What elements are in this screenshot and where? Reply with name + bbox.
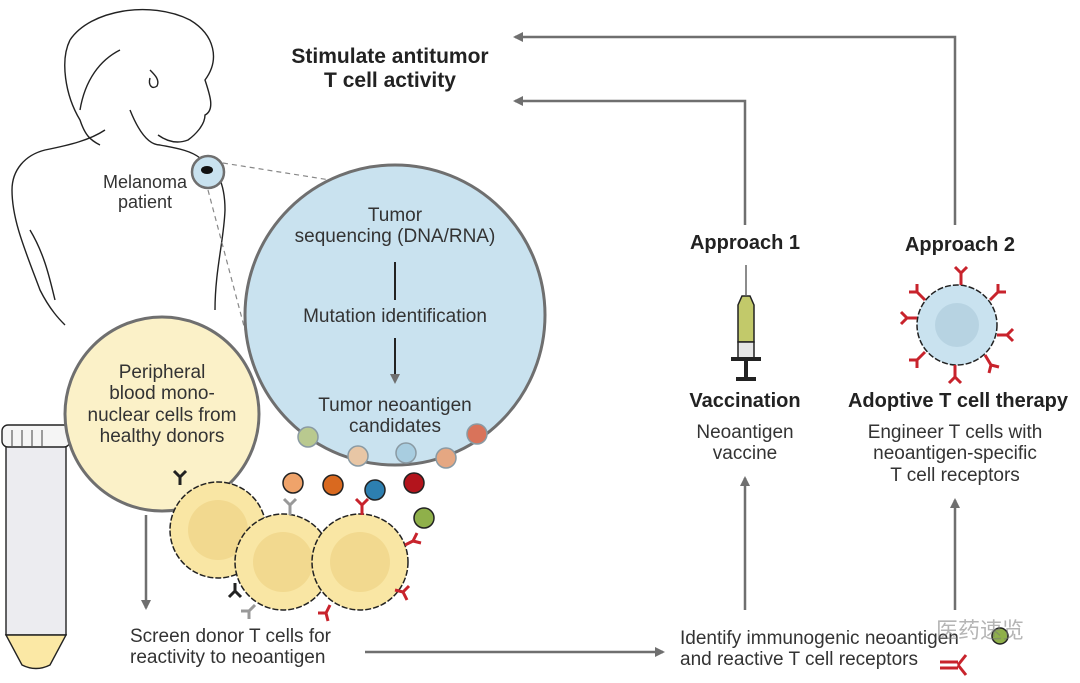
tumor-analysis-circle [243, 163, 547, 467]
identify-label: Identify immunogenic neoantigen and reac… [680, 628, 959, 671]
neoantigen-bead [322, 474, 344, 496]
approach2-heading: Approach 2 [904, 234, 1016, 256]
neoantigen-bead [413, 507, 435, 529]
syringe-icon [731, 265, 761, 381]
neoantigen-bead [466, 423, 488, 445]
flow-arrows [141, 32, 960, 657]
mutation-identification-label: Mutation identification [303, 306, 487, 327]
approach2-description: Engineer T cells with neoantigen-specifi… [867, 422, 1043, 486]
neoantigen-bead [991, 627, 1009, 645]
neoantigen-bead [347, 445, 369, 467]
test-tube-icon [1, 424, 71, 670]
donor-t-cells [169, 469, 422, 622]
melanoma-lesion-inset [190, 154, 226, 190]
t-cell [234, 513, 332, 611]
watermark: 医药速览 [935, 619, 1024, 644]
neoantigen-bead [297, 426, 319, 448]
neoantigen-bead [435, 447, 457, 469]
neoantigen-candidates-label: Tumor neoantigen candidates [318, 395, 472, 438]
neoantigen-bead [395, 442, 417, 464]
engineered-t-cell-icon [899, 265, 1015, 385]
neoantigen-bead [282, 472, 304, 494]
neoantigen-bead [364, 479, 386, 501]
zoom-lines [207, 162, 331, 331]
neoantigen-beads [282, 423, 488, 529]
screen-donor-label: Screen donor T cells for reactivity to n… [130, 626, 332, 669]
t-cell-receptor-icon [940, 654, 968, 676]
patient-label: Melanoma patient [102, 172, 188, 213]
approach1-name: Vaccination [689, 390, 801, 412]
t-cell [311, 513, 409, 611]
approach1-heading: Approach 1 [689, 232, 801, 254]
approach1-description: Neoantigen vaccine [696, 422, 794, 465]
stimulate-title: Stimulate antitumor T cell activity [291, 45, 489, 92]
donor-pbmc-circle [63, 315, 261, 513]
donor-pbmc-label: Peripheral blood mono- nuclear cells fro… [87, 362, 237, 447]
neoantigen-bead [403, 472, 425, 494]
approach2-to-stimulate-arrow [513, 32, 957, 225]
approach2-name: Adoptive T cell therapy [847, 390, 1069, 412]
approach1-to-stimulate-arrow [513, 96, 747, 225]
tumor-sequencing-label: Tumor sequencing (DNA/RNA) [294, 205, 496, 248]
